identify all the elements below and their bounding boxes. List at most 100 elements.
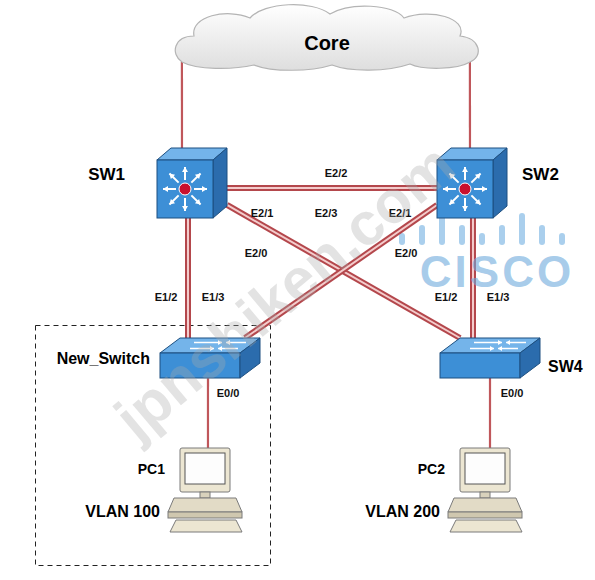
node-title: New_Switch — [57, 350, 150, 368]
link-group — [227, 205, 460, 338]
link-core — [245, 205, 437, 338]
double-link — [245, 205, 437, 338]
arrow-shaft — [191, 173, 200, 182]
logo-bar — [459, 228, 465, 242]
logo-bar — [479, 236, 485, 242]
logo-bar — [559, 236, 565, 242]
pc-base-front — [168, 512, 242, 518]
switch-front — [160, 353, 240, 378]
port-label: E0/0 — [501, 388, 524, 399]
arrow-tip — [449, 173, 455, 179]
switch-front — [440, 353, 520, 378]
port-label: E1/2 — [155, 292, 178, 303]
arrow-shaft — [191, 195, 200, 204]
access-switch: New_Switch — [160, 338, 260, 378]
arrow-tip — [475, 173, 481, 179]
arrow-shaft — [474, 342, 502, 344]
monitor-neck — [200, 492, 210, 498]
arrow-tip — [182, 206, 188, 211]
link-group — [490, 378, 491, 448]
pc-base — [168, 498, 242, 512]
arrow-shaft — [449, 173, 458, 182]
double-link — [470, 218, 476, 338]
port-label: E2/3 — [315, 208, 338, 219]
link-group — [469, 62, 470, 148]
port-label: E2/1 — [389, 208, 412, 219]
switch-side — [213, 148, 227, 218]
switch-arrows — [470, 340, 526, 351]
arrow-tip — [218, 346, 222, 351]
port-label: E2/0 — [245, 248, 268, 259]
logo-bar — [519, 216, 525, 242]
link-core — [227, 205, 460, 338]
monitor-case — [180, 448, 230, 492]
link-group — [245, 205, 437, 338]
arrow-tip — [169, 173, 175, 179]
pc-base — [448, 498, 522, 512]
double-link — [185, 218, 191, 338]
link-group — [188, 218, 189, 338]
arrow-tip — [195, 173, 201, 179]
port-label: E1/3 — [487, 292, 510, 303]
pc-base-front — [448, 512, 522, 518]
switch-side — [520, 338, 540, 378]
core-cloud: Core — [172, 2, 482, 70]
node-title: SW1 — [88, 165, 125, 185]
watermark-text: jpnshiken.com — [105, 134, 465, 450]
node-title: Core — [172, 32, 482, 55]
arrow-shaft — [471, 173, 480, 182]
multilayer-switch: SW2 — [437, 148, 507, 218]
monitor-case — [460, 448, 510, 492]
arrow-tip — [506, 340, 510, 345]
arrow-tip — [475, 199, 481, 205]
arrow-tip — [169, 199, 175, 205]
pc-keyboard — [170, 520, 242, 532]
double-link — [227, 205, 460, 338]
arrow-tip — [498, 346, 502, 351]
arrow-shaft — [169, 195, 178, 204]
node-icon — [157, 148, 227, 218]
switch-side — [493, 148, 507, 218]
switch-front — [157, 160, 213, 218]
port-label: E2/2 — [325, 168, 348, 179]
node-icon — [440, 338, 540, 378]
switch-core-dot — [459, 183, 471, 195]
logo-watermark: CISCO — [420, 250, 574, 294]
access-switch: SW4 — [440, 338, 540, 378]
node-icon — [168, 448, 243, 533]
node-icon — [437, 148, 507, 218]
logo-bar — [499, 228, 505, 242]
node-title: SW4 — [548, 358, 583, 376]
port-label: E0/0 — [217, 388, 240, 399]
network-link — [469, 62, 471, 148]
logo-bar — [399, 236, 405, 242]
network-link — [181, 62, 183, 148]
switch-core-dot — [179, 183, 191, 195]
logo-bar — [419, 228, 425, 242]
link-core — [187, 218, 189, 338]
port-label: E2/0 — [395, 248, 418, 259]
arrow-tip — [202, 186, 207, 192]
port-label: E1/2 — [435, 292, 458, 303]
arrow-tip — [462, 206, 468, 211]
port-label: E2/1 — [251, 208, 274, 219]
arrow-tip — [498, 340, 502, 345]
node-icon — [160, 338, 260, 378]
port-label: E1/3 — [202, 292, 225, 303]
monitor-screen — [465, 453, 505, 484]
link-group — [227, 187, 437, 188]
arrow-shaft — [169, 173, 178, 182]
monitor-screen — [185, 453, 225, 484]
arrow-tip — [449, 199, 455, 205]
arrow-tip — [482, 186, 487, 192]
arrow-tip — [490, 346, 494, 351]
node-title: SW2 — [522, 165, 559, 185]
vlan-label: VLAN 100 — [85, 503, 160, 521]
network-link — [207, 378, 209, 448]
switch-front — [437, 160, 493, 218]
logo-bar — [539, 228, 545, 242]
link-core — [227, 187, 437, 189]
logo-bar — [439, 216, 445, 242]
